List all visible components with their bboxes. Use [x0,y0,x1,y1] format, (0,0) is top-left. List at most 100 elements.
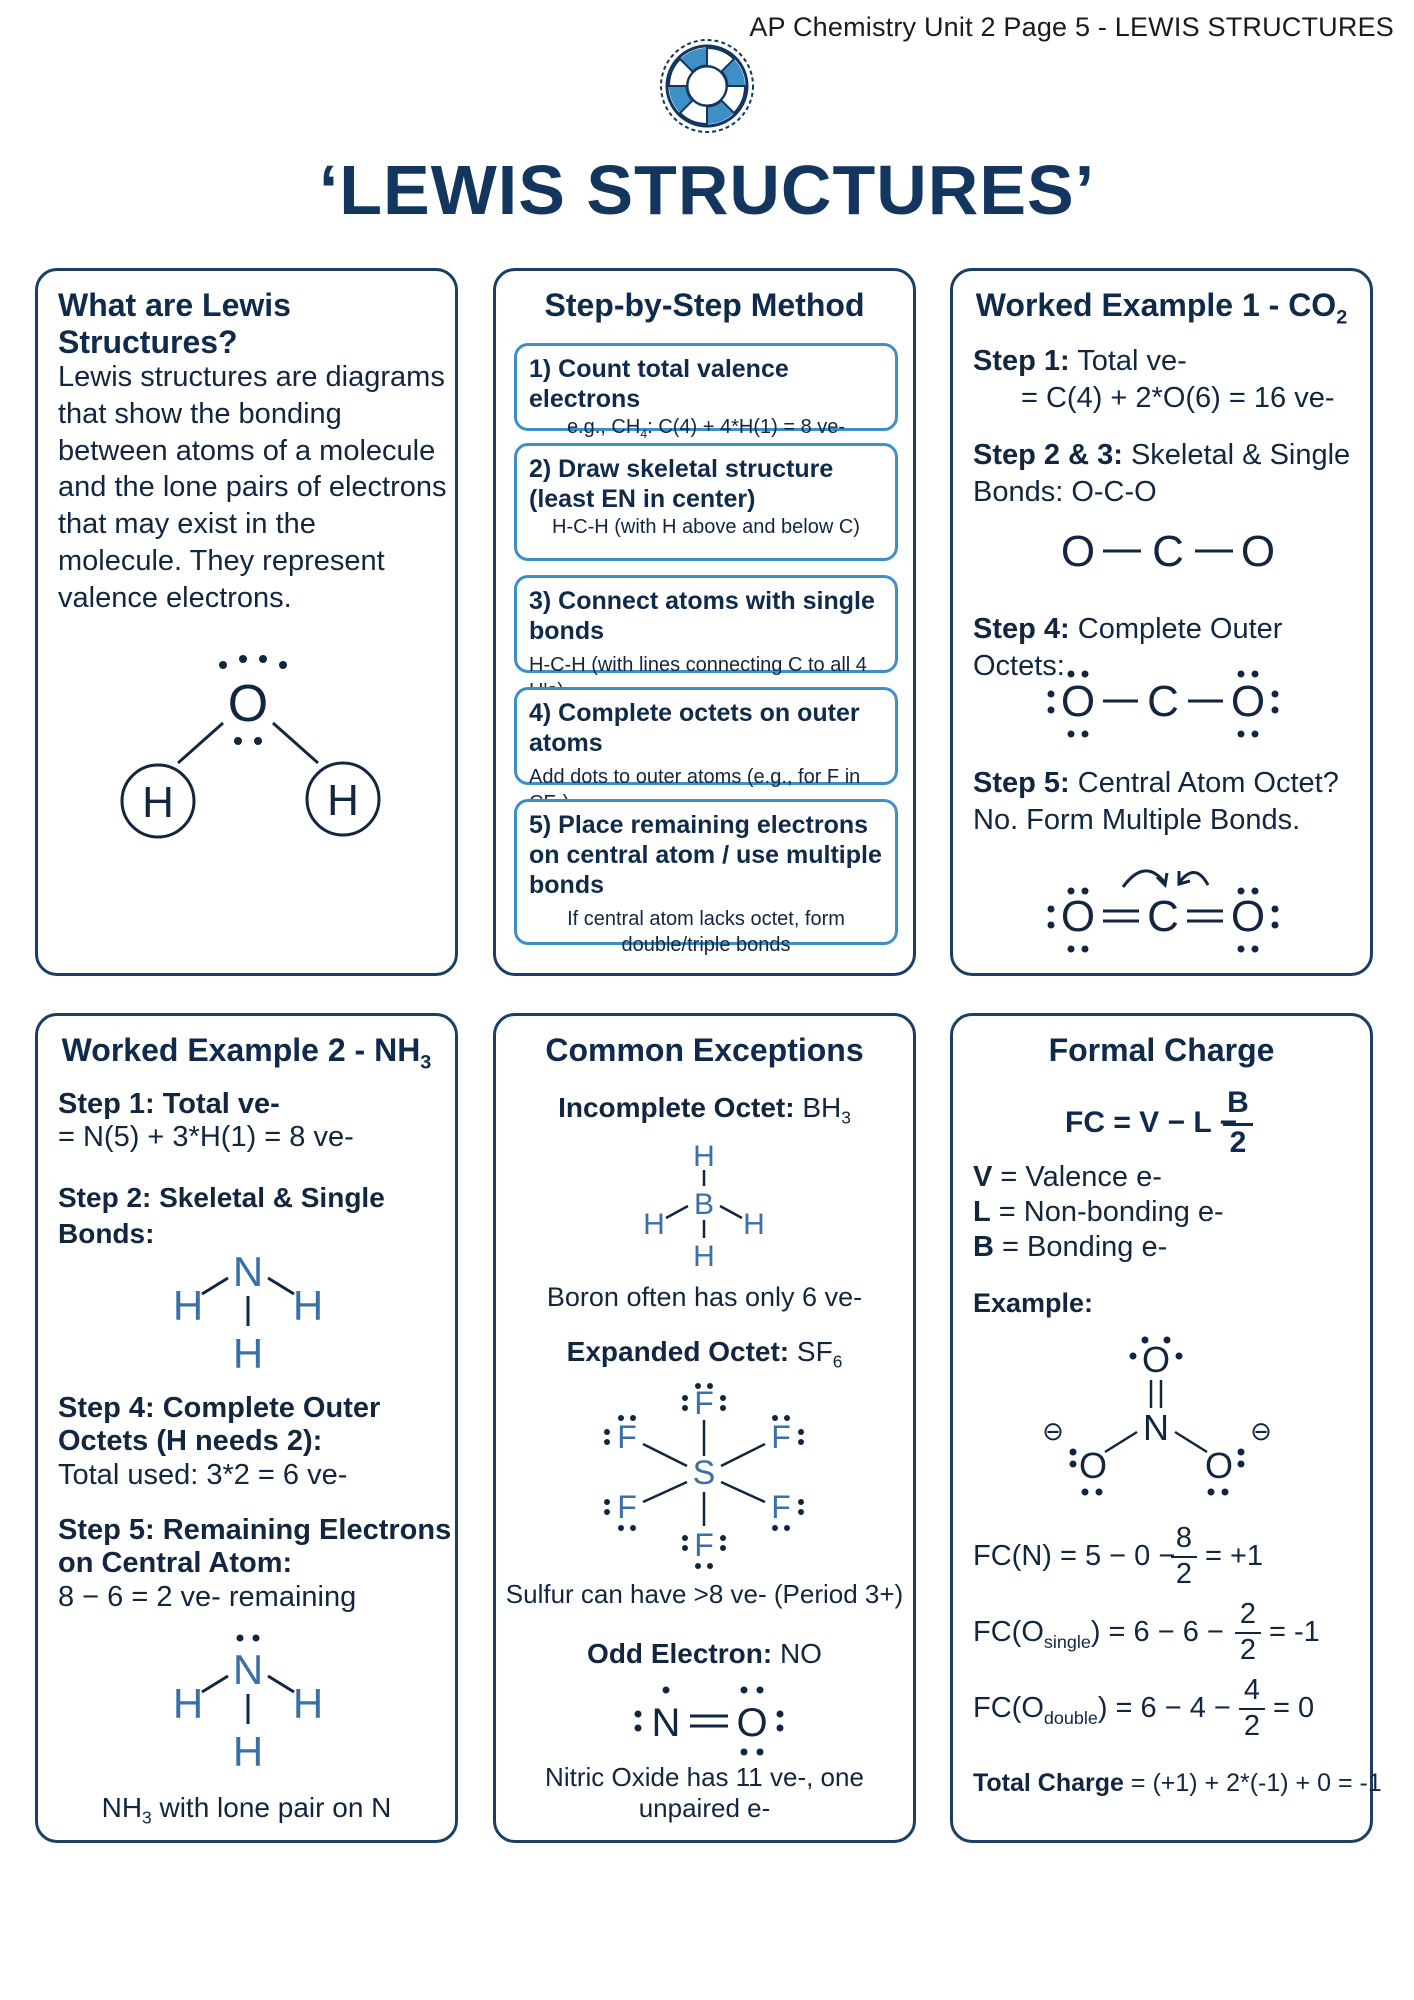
nh3-step-5: Step 5: Remaining Electrons on Central A… [58,1514,452,1613]
svg-text:F: F [694,1385,714,1421]
card-co2-example: Worked Example 1 - CO2 Step 1: Total ve-… [950,268,1373,976]
total-charge: Total Charge = (+1) + 2*(-1) + 0 = -1 [973,1769,1382,1797]
svg-text:O: O [1061,527,1095,576]
co2-step-5: Step 5: Central Atom Octet? No. Form Mul… [973,767,1339,836]
svg-text:H: H [142,778,174,827]
fc-oxygen-single: FC(Osingle) = 6 − 6 − 2 2 = -1 [973,1598,1320,1666]
co2-skeletal-diagram: O C O [1061,527,1275,576]
svg-text:F: F [771,1419,791,1455]
step-title: 1) Count total valence electrons [529,355,789,413]
card-title: Step-by-Step Method [544,287,865,323]
svg-text:H: H [743,1208,765,1241]
atom-o: O [228,675,268,733]
nitrite-diagram: O N ⊖ O O ⊖ [1042,1336,1272,1496]
example-label: Example: [973,1288,1094,1318]
nh3-step-1: Step 1: Total ve- = N(5) + 3*H(1) = 8 ve… [58,1088,354,1154]
svg-text:F: F [771,1489,791,1525]
odd-electron-heading: Odd Electron: NO [587,1638,822,1669]
method-step-1: 1) Count total valence electrons e.g., C… [514,343,898,441]
svg-text:O: O [1061,892,1095,941]
bh3-diagram: H B H H H [643,1140,765,1273]
svg-text:N: N [233,1248,263,1295]
svg-text:H: H [233,1728,263,1775]
svg-text:C: C [1147,677,1179,726]
co2-step-4: Step 4: Complete Outer Octets: [973,613,1283,682]
formal-charge-formula: FC = V − L − B 2 [1065,1086,1315,1162]
svg-text:H: H [233,1330,263,1377]
intro-text: Lewis structures are diagrams that show … [58,361,447,614]
incomplete-octet-caption: Boron often has only 6 ve- [546,1282,863,1312]
svg-text:O: O [1079,1445,1107,1486]
svg-text:H: H [173,1680,203,1727]
method-step-2: 2) Draw skeletal structure (least EN in … [514,443,898,561]
co2-double-bond-diagram: O C O [1047,869,1279,953]
no-diagram: N O [634,1686,784,1756]
svg-text:O: O [736,1701,767,1745]
svg-text:⊖: ⊖ [1250,1416,1272,1446]
nh3-step-2: Step 2: Skeletal & Single Bonds: [58,1182,385,1249]
svg-text:H: H [693,1140,715,1173]
svg-text:C: C [1147,892,1179,941]
step-title: 4) Complete octets on outer atoms [529,699,860,757]
fc-oxygen-double: FC(Odouble) = 6 − 4 − 4 2 = 0 [973,1674,1315,1742]
method-step-4: 4) Complete octets on outer atoms Add do… [514,687,898,817]
life-ring-icon [660,39,754,133]
svg-text:F: F [617,1419,637,1455]
svg-text:H: H [693,1240,715,1273]
water-lewis-diagram: O H H [120,655,381,839]
card-nh3-example: Worked Example 2 - NH3 Step 1: Total ve-… [35,1013,458,1843]
odd-electron-caption: Nitric Oxide has 11 ve-, one unpaired e- [545,1762,864,1824]
svg-text:H: H [327,776,359,825]
card-formal-charge: Formal Charge FC = V − L − B 2 V = Valen… [950,1013,1382,1843]
expanded-octet-caption: Sulfur can have >8 ve- (Period 3+) [505,1579,904,1609]
card-title: Worked Example 2 - NH3 [61,1032,432,1074]
co2-step-2-3: Step 2 & 3: Skeletal & Single Bonds: O-C… [973,439,1351,508]
sf6-diagram: F S F F F F F [604,1383,804,1569]
svg-text:N: N [652,1701,681,1745]
step-title: 3) Connect atoms with single bonds [529,587,875,645]
card-title: Formal Charge [1048,1032,1275,1068]
card-what-are-lewis: What are Lewis Structures? Lewis structu… [35,268,458,976]
svg-text:F: F [694,1527,714,1563]
card-exceptions: Common Exceptions Incomplete Octet: BH3 … [493,1013,916,1843]
svg-text:H: H [293,1680,323,1727]
svg-text:S: S [693,1454,716,1492]
co2-step-1: Step 1: Total ve- = C(4) + 2*O(6) = 16 v… [973,345,1335,414]
card-method: Step-by-Step Method 1) Count total valen… [493,268,916,976]
svg-text:⊖: ⊖ [1042,1416,1064,1446]
card-title: Common Exceptions [545,1032,864,1068]
svg-text:O: O [1231,677,1265,726]
svg-text:O: O [1142,1339,1170,1380]
step-desc: e.g., CH4: C(4) + 4*H(1) = 8 ve- [566,416,846,441]
svg-text:H: H [173,1282,203,1329]
nh3-skeletal-diagram: N H H H [173,1248,323,1377]
incomplete-octet-heading: Incomplete Octet: BH3 [558,1092,851,1128]
nh3-step-4: Step 4: Complete Outer Octets (H needs 2… [58,1392,381,1491]
svg-text:O: O [1205,1445,1233,1486]
svg-text:H: H [643,1208,665,1241]
card-title: Worked Example 1 - CO2 [975,287,1348,329]
step-title: 2) Draw skeletal structure (least EN in … [529,455,834,513]
method-step-3: 3) Connect atoms with single bonds H-C-H… [514,575,898,702]
fc-nitrogen: FC(N) = 5 − 0 − 8 2 = +1 [973,1522,1264,1590]
step-desc: H-C-H (with H above and below C) [552,516,860,538]
svg-text:O: O [1241,527,1275,576]
method-step-5: 5) Place remaining electrons on central … [514,799,898,956]
svg-text:H: H [293,1282,323,1329]
co2-octet-diagram: O C O [1047,670,1279,738]
step-title: 5) Place remaining electrons on central … [529,811,882,899]
svg-text:N: N [233,1646,263,1693]
page-header-label: AP Chemistry Unit 2 Page 5 - LEWIS STRUC… [749,12,1394,42]
nh3-lone-pair-diagram: N H H H [173,1634,323,1775]
nh3-caption: NH3 with lone pair on N [101,1792,392,1828]
svg-text:C: C [1152,527,1184,576]
svg-text:O: O [1061,677,1095,726]
formal-charge-legend: V = Valence e- L = Non-bonding e- B = Bo… [973,1161,1224,1263]
svg-text:B: B [694,1188,714,1221]
svg-text:O: O [1231,892,1265,941]
step-desc: If central atom lacks octet, form double… [567,908,845,956]
page-title: ‘LEWIS STRUCTURES’ [318,151,1096,229]
card-title: What are Lewis Structures? [58,287,291,360]
svg-text:N: N [1143,1407,1169,1448]
svg-text:F: F [617,1489,637,1525]
